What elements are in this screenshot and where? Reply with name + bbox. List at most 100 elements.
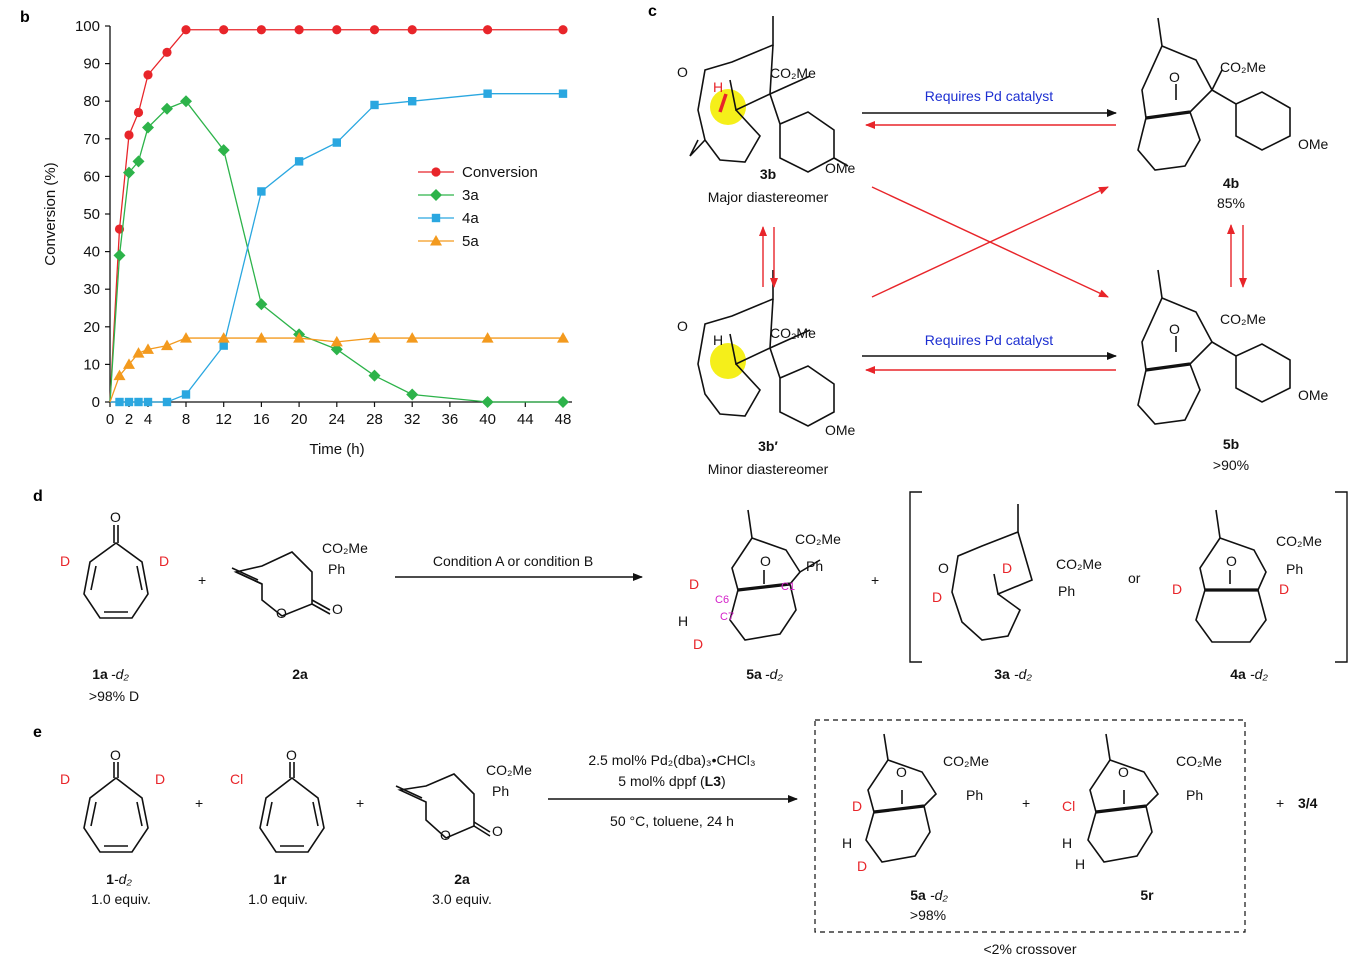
panel-c: O H CO₂Me OMe 3b Major diastereomer O H … <box>677 16 1329 477</box>
data-point <box>407 25 417 35</box>
data-point <box>558 89 568 98</box>
cross-arrow-up <box>871 186 1109 298</box>
compound-5b-desc: >90% <box>1213 457 1249 473</box>
bracket-left <box>909 491 922 663</box>
y-tick-label: 100 <box>75 18 100 35</box>
atom-O: O <box>896 764 907 780</box>
x-tick-label: 24 <box>328 411 345 428</box>
compound-2a-e-id: 2a <box>454 871 470 887</box>
data-point <box>557 332 569 343</box>
panel-e: O D D 1 -d₂ 1.0 equiv. + O Cl 1r 1.0 equ… <box>60 719 1318 957</box>
data-point <box>219 25 229 35</box>
x-tick-label: 16 <box>253 411 270 428</box>
x-tick-label: 40 <box>479 411 496 428</box>
compound-2a-e-desc: 3.0 equiv. <box>432 891 492 907</box>
conditions-line-2-pre: 5 mol% dppf ( <box>618 773 705 789</box>
ome-label: OMe <box>825 160 856 176</box>
y-axis-label: Conversion (%) <box>42 162 59 265</box>
ph-label: Ph <box>966 787 983 803</box>
data-point <box>124 397 134 407</box>
panel-label-c: c <box>648 3 657 20</box>
ester-label: CO₂Me <box>486 762 532 778</box>
series-5a <box>109 332 569 403</box>
data-point <box>255 298 268 311</box>
plus-sign: + <box>356 795 364 811</box>
x-tick-label: 2 <box>125 411 133 428</box>
deuterium-label: D <box>60 771 70 787</box>
compound-4b-desc: 85% <box>1217 195 1245 211</box>
x-tick-label: 28 <box>366 411 383 428</box>
data-point <box>142 121 154 134</box>
panel-label-d: d <box>33 488 43 505</box>
ome-label: OMe <box>1298 136 1329 152</box>
ester-label: CO₂Me <box>770 65 816 81</box>
data-point <box>294 157 304 166</box>
compound-5r-id: 5r <box>1140 887 1154 903</box>
data-point <box>161 102 173 115</box>
structure-4b: O CO₂Me OMe 4b 85% <box>1137 17 1329 211</box>
y-tick-label: 0 <box>92 394 100 411</box>
deuterium-label: D <box>932 589 942 605</box>
data-point <box>161 339 173 351</box>
deuterium-label: D <box>1002 560 1012 576</box>
atom-O: O <box>938 560 949 576</box>
data-point <box>180 95 192 108</box>
atom-O: O <box>1169 69 1180 85</box>
data-point <box>330 335 343 347</box>
atom-O: O <box>110 747 121 763</box>
series-layer <box>109 25 569 408</box>
atom-H: H <box>713 332 723 348</box>
conditions-line-2-post: ) <box>721 773 726 789</box>
legend-marker <box>430 189 442 201</box>
series-conversion <box>109 25 568 403</box>
data-point <box>483 25 493 35</box>
atom-H: H <box>713 79 723 95</box>
conditions-line-3: 50 °C, toluene, 24 h <box>610 813 734 829</box>
atom-O: O <box>492 823 503 839</box>
plus-sign: + <box>1276 795 1284 811</box>
deuterium-label: D <box>852 798 862 814</box>
compound-1r-id: 1r <box>273 871 287 887</box>
legend-label: 3a <box>462 187 479 204</box>
or-text: or <box>1128 570 1141 586</box>
y-tick-label: 20 <box>83 319 100 336</box>
y-tick-label: 70 <box>83 131 100 148</box>
ester-label: CO₂Me <box>1056 556 1102 572</box>
structure-3b-prime: O H CO₂Me OMe 3b′ Minor diastereomer <box>677 270 856 477</box>
ester-label: CO₂Me <box>322 540 368 556</box>
atom-O: O <box>110 509 121 525</box>
data-point <box>124 130 134 140</box>
x-tick-label: 48 <box>555 411 572 428</box>
atom-O: O <box>332 601 343 617</box>
legend-label: Conversion <box>462 164 538 181</box>
c7-label: C7 <box>720 611 734 623</box>
compound-1-suffix: -d₂ <box>114 871 132 887</box>
y-tick-label: 10 <box>83 356 100 373</box>
chlorine-label: Cl <box>230 771 243 787</box>
series-4a <box>110 89 568 407</box>
structure-5r: O CO₂Me Ph Cl H H 5r <box>1062 733 1222 903</box>
x-axis-label: Time (h) <box>309 441 364 458</box>
data-point <box>132 347 145 358</box>
compound-3a-suffix: -d₂ <box>1014 666 1032 682</box>
data-point <box>558 25 568 35</box>
y-tick-label: 90 <box>83 56 100 73</box>
data-point <box>368 369 381 382</box>
ph-label: Ph <box>1058 583 1075 599</box>
panel-d: O D D 1a -d₂ >98% D + CO₂Me Ph O O 2a Co… <box>60 491 1348 704</box>
atom-O: O <box>276 605 287 621</box>
plus-sign: + <box>871 572 879 588</box>
data-point <box>255 332 268 343</box>
atom-O: O <box>1118 764 1129 780</box>
deuterium-label: D <box>159 553 169 569</box>
bracket-right <box>1335 491 1348 663</box>
data-point <box>113 249 126 262</box>
x-tick-label: 8 <box>182 411 190 428</box>
compound-2a-id: 2a <box>292 666 308 682</box>
data-point <box>256 25 266 35</box>
compound-3b-desc: Major diastereomer <box>708 189 829 205</box>
compound-1a-desc: >98% D <box>89 688 139 704</box>
